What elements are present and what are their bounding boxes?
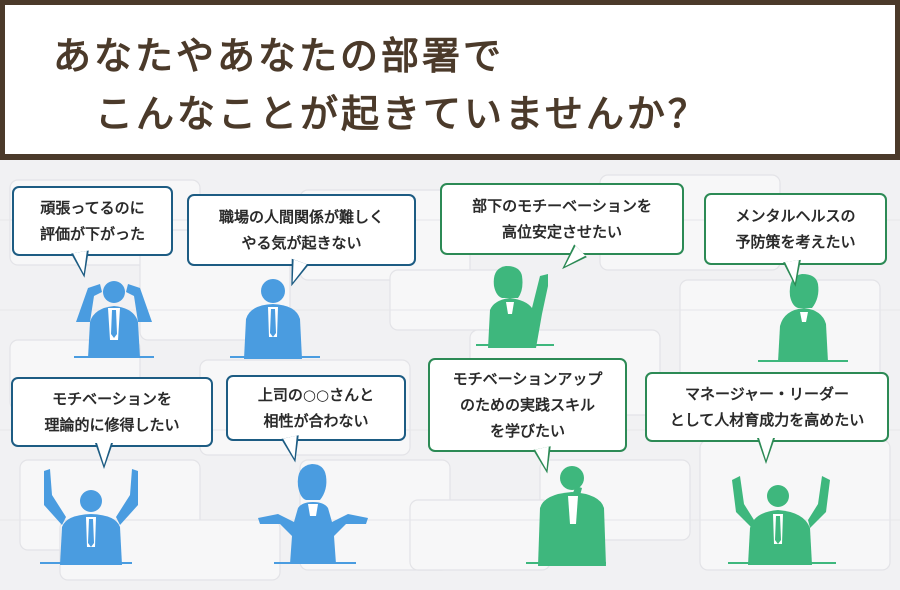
- speech-bubble: モチベーションを 理論的に修得したい: [11, 377, 213, 447]
- desk-line: [526, 562, 606, 564]
- bubble-line: 評価が下がった: [39, 225, 145, 243]
- bubble-line: モチベーションを: [52, 390, 172, 408]
- desk-line: [758, 360, 848, 362]
- bubble-line: 相性が合わない: [263, 412, 369, 430]
- thinking-man-figure: [538, 466, 606, 566]
- speech-bubble: 頑張ってるのに 評価が下がった: [12, 186, 173, 256]
- title-panel: あなたやあなたの部署で こんなことが起きていませんか？: [5, 5, 895, 154]
- speech-bubble: マネージャー・リーダー として人材育成力を高めたい: [645, 372, 889, 442]
- speech-bubble-tail: [792, 261, 793, 262]
- bubble-line: のための実践スキル: [459, 396, 595, 414]
- bubble-line: モチベーションアップ: [452, 370, 603, 388]
- speech-bubble-tail: [290, 437, 291, 438]
- speech-bubble: メンタルヘルスの 予防策を考えたい: [704, 193, 887, 265]
- desk-line: [230, 356, 320, 358]
- bubble-line: 部下のモチーベーションを: [472, 197, 652, 215]
- woman-hand-raised-figure: [488, 266, 548, 348]
- desk-line: [40, 562, 132, 564]
- speech-bubble-tail: [757, 438, 775, 464]
- desk-line: [476, 344, 554, 346]
- thinking-woman-figure: [778, 274, 828, 362]
- man-arms-raised-figure: [44, 469, 138, 565]
- speech-bubble: 部下のモチーベーションを 高位安定させたい: [440, 183, 684, 255]
- bubble-line: を学びたい: [489, 422, 565, 440]
- title-banner: あなたやあなたの部署で こんなことが起きていませんか？: [0, 0, 900, 160]
- speech-bubble: モチベーションアップ のための実践スキル を学びたい: [428, 358, 627, 452]
- speech-bubble-tail: [300, 262, 301, 263]
- speech-bubble: 上司の○○さんと 相性が合わない: [226, 375, 406, 441]
- bubble-line: 職場の人間関係が難しく: [218, 208, 384, 226]
- bubble-line: 上司の○○さんと: [257, 386, 375, 404]
- speech-bubble: 職場の人間関係が難しく やる気が起きない: [187, 194, 416, 266]
- seated-man-figure: [244, 279, 302, 359]
- shrugging-woman-figure: [258, 464, 368, 564]
- speech-bubble-tail: [542, 448, 543, 449]
- desk-line: [274, 562, 356, 564]
- cheering-man-figure: [732, 476, 830, 565]
- bubble-line: メンタルヘルスの: [735, 207, 856, 225]
- desk-line: [74, 356, 154, 358]
- bubble-line: やる気が起きない: [241, 234, 362, 252]
- bubble-line: マネージャー・リーダー: [685, 385, 849, 403]
- frustrated-man-figure: [76, 281, 152, 358]
- speech-bubble-tail: [580, 251, 581, 252]
- title-line-2: こんなことが起きていませんか？: [95, 92, 709, 136]
- bubble-line: 理論的に修得したい: [44, 416, 180, 434]
- bubble-line: 予防策を考えたい: [735, 233, 856, 251]
- title-line-1: あなたやあなたの部署で: [53, 34, 505, 78]
- desk-line: [728, 562, 836, 564]
- speech-bubble-tail: [80, 252, 81, 253]
- speech-bubble-tail: [95, 443, 113, 469]
- bubble-line: 高位安定させたい: [501, 223, 622, 241]
- bubble-line: として人材育成力を高めたい: [669, 411, 865, 429]
- bubble-line: 頑張ってるのに: [40, 199, 145, 217]
